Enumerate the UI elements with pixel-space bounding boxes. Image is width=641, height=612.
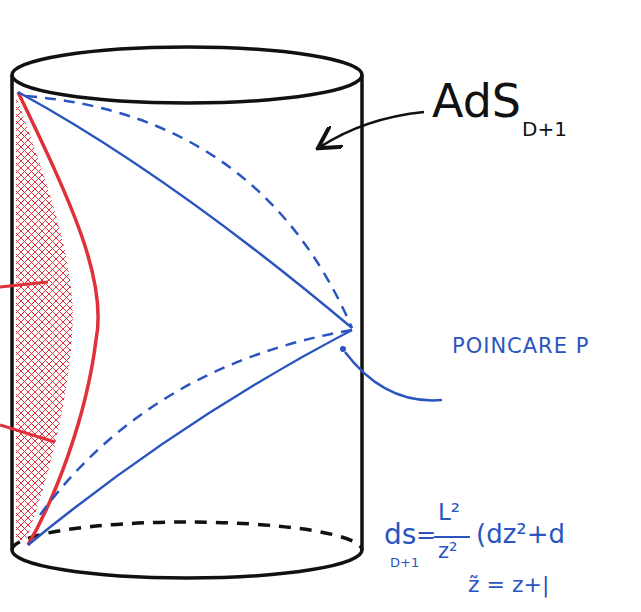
formula-part: =: [416, 522, 436, 548]
hatched-region: [16, 96, 73, 540]
formula-part: z̃ = z+|: [468, 573, 549, 597]
leader-line: [345, 352, 442, 400]
cylinder-top: [12, 47, 362, 103]
cylinder-side: [10, 75, 14, 550]
subscript: D+1: [390, 556, 419, 570]
region-name: AdS: [432, 76, 521, 127]
formula-part: L²: [438, 500, 460, 525]
leader-line: [0, 425, 55, 442]
leader-line: [0, 282, 48, 287]
cylinder-side: [360, 75, 364, 550]
red-boundary: [18, 92, 98, 545]
patch-edge-hidden: [26, 96, 352, 328]
patch-edge-hidden: [40, 330, 352, 515]
patch-edge: [28, 330, 352, 545]
formula-part: (dz²+d: [476, 520, 565, 549]
subscript: D+1: [522, 118, 567, 140]
patch-edge: [18, 92, 352, 328]
formula-part: ds: [384, 520, 416, 551]
formula-part: z²: [438, 540, 457, 563]
pointer-arrow: [320, 112, 424, 147]
fraction-bar: [434, 536, 470, 538]
cylinder-bottom-hidden: [12, 522, 362, 550]
patch-name: POINCARE P: [452, 335, 589, 358]
leader-dot: [340, 346, 346, 352]
cylinder-bottom: [12, 550, 362, 578]
